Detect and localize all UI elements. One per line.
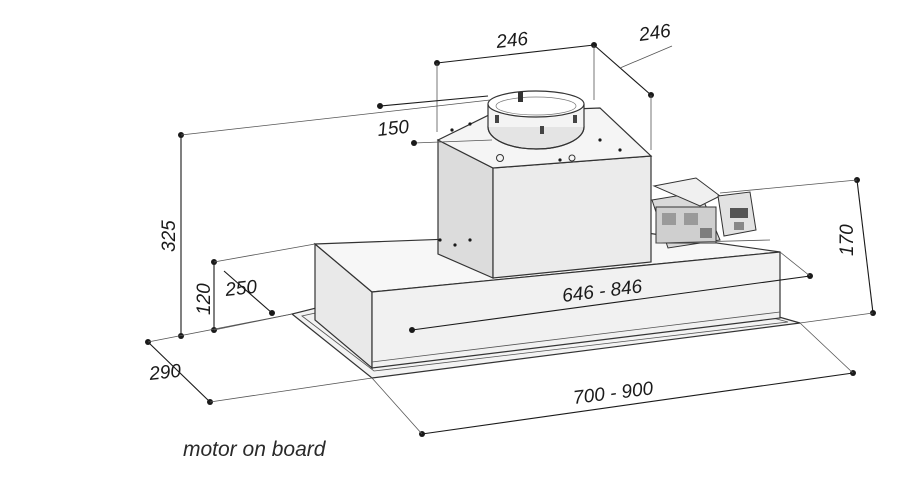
dim-depth: 290 bbox=[147, 361, 182, 385]
dim-top-width: 246 bbox=[494, 29, 529, 53]
caption: motor on board bbox=[183, 438, 326, 461]
box-front-face bbox=[492, 155, 652, 279]
dim-top-depth: 246 bbox=[637, 21, 673, 46]
dim-side-offset: 250 bbox=[223, 277, 258, 301]
top-plate-holes bbox=[438, 122, 622, 247]
dim-collar-diameter: 150 bbox=[376, 117, 410, 141]
collar-ring bbox=[487, 90, 585, 150]
dim-motor-height: 170 bbox=[837, 224, 858, 256]
dim-body-height: 120 bbox=[194, 283, 215, 315]
motor-unit bbox=[651, 177, 771, 249]
dim-outer-length: 700 - 900 bbox=[572, 378, 655, 409]
dimension-lines bbox=[145, 42, 876, 437]
body-front-edge bbox=[371, 311, 781, 363]
body-front-face bbox=[371, 251, 781, 369]
dim-total-height: 325 bbox=[159, 220, 180, 252]
